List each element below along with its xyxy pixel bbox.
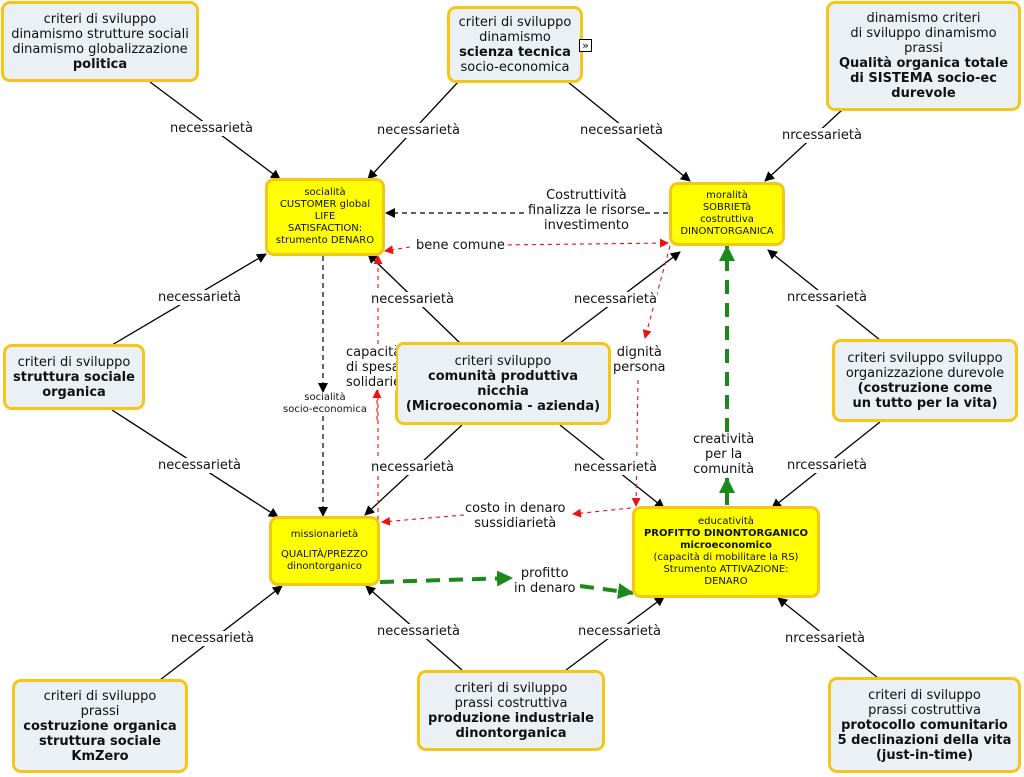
link-label-nrcessarieta: nrcessarietà <box>785 631 865 646</box>
node-moralita[interactable]: moralità SOBRIETà costruttiva DINONTORGA… <box>669 182 785 246</box>
link-label-necessarieta: necessarietà <box>171 631 254 646</box>
link-label-necessarieta: necessarietà <box>158 458 241 473</box>
link-label-creativita: creatività per la comunità <box>693 432 755 477</box>
node-educativita[interactable]: educatività PROFITTO DINONTORGANICO micr… <box>632 506 820 598</box>
link-label-necessarieta: necessarietà <box>574 292 657 307</box>
link-label-necessarieta: necessarietà <box>580 123 663 138</box>
node-missionarieta[interactable]: missionarietà QUALITÀ/PREZZO dinontorgan… <box>269 516 380 586</box>
node-socialita[interactable]: socialità CUSTOMER global LIFE SATISFACT… <box>265 178 385 256</box>
link-label-necessarieta: necessarietà <box>158 290 241 305</box>
node-criteri-kmzero[interactable]: criteri di sviluppo prassi costruzione o… <box>12 679 188 773</box>
link-label-capacita-di-spesa: capacità di spesa solidarie <box>346 345 396 390</box>
link-label-necessarieta: necessarietà <box>371 460 454 475</box>
node-criteri-produzione-industriale[interactable]: criteri di sviluppo prassi costruttiva p… <box>417 670 605 751</box>
node-criteri-struttura-sociale[interactable]: criteri di sviluppo struttura sociale or… <box>3 344 145 410</box>
link-label-costo-in-denaro: costo in denaro sussidiarietà <box>465 501 566 531</box>
link-label-necessarieta: necessarietà <box>371 292 454 307</box>
node-criteri-politica[interactable]: criteri di sviluppo dinamismo strutture … <box>1 1 199 82</box>
link-label-necessarieta: necessarietà <box>170 121 253 136</box>
link-label-necessarieta: necessarietà <box>578 624 661 639</box>
link-label-nrcessarieta: nrcessarietà <box>787 458 867 473</box>
link-label-necessarieta: necessarietà <box>377 123 460 138</box>
node-comunita-produttiva[interactable]: criteri sviluppo comunità produttiva nic… <box>395 342 611 425</box>
link-label-profitto-in-denaro: profitto in denaro <box>514 566 576 596</box>
link-label-necessarieta: necessarietà <box>574 460 657 475</box>
node-criteri-scienza-tecnica[interactable]: criteri di sviluppo dinamismo scienza te… <box>447 6 583 83</box>
link-label-bene-comune: bene comune <box>416 238 505 253</box>
node-criteri-qualita-organica[interactable]: dinamismo criteri di sviluppo dinamismo … <box>826 1 1021 111</box>
link-label-costruttivita: Costruttività finalizza le risorse inves… <box>528 188 645 233</box>
link-label-socialita-socio-economica: socialità socio-economica <box>283 392 367 416</box>
link-label-nrcessarieta: nrcessarietà <box>782 128 862 143</box>
external-link-icon[interactable]: » <box>579 39 592 52</box>
node-criteri-organizzazione-durevole[interactable]: criteri sviluppo sviluppo organizzazione… <box>832 339 1018 422</box>
link-label-nrcessarieta: nrcessarietà <box>787 290 867 305</box>
link-label-dignita-persona: dignità persona <box>613 345 666 375</box>
node-criteri-protocollo-comunitario[interactable]: criteri di sviluppo prassi costruttiva p… <box>828 677 1021 773</box>
link-label-necessarieta: necessarietà <box>377 624 460 639</box>
